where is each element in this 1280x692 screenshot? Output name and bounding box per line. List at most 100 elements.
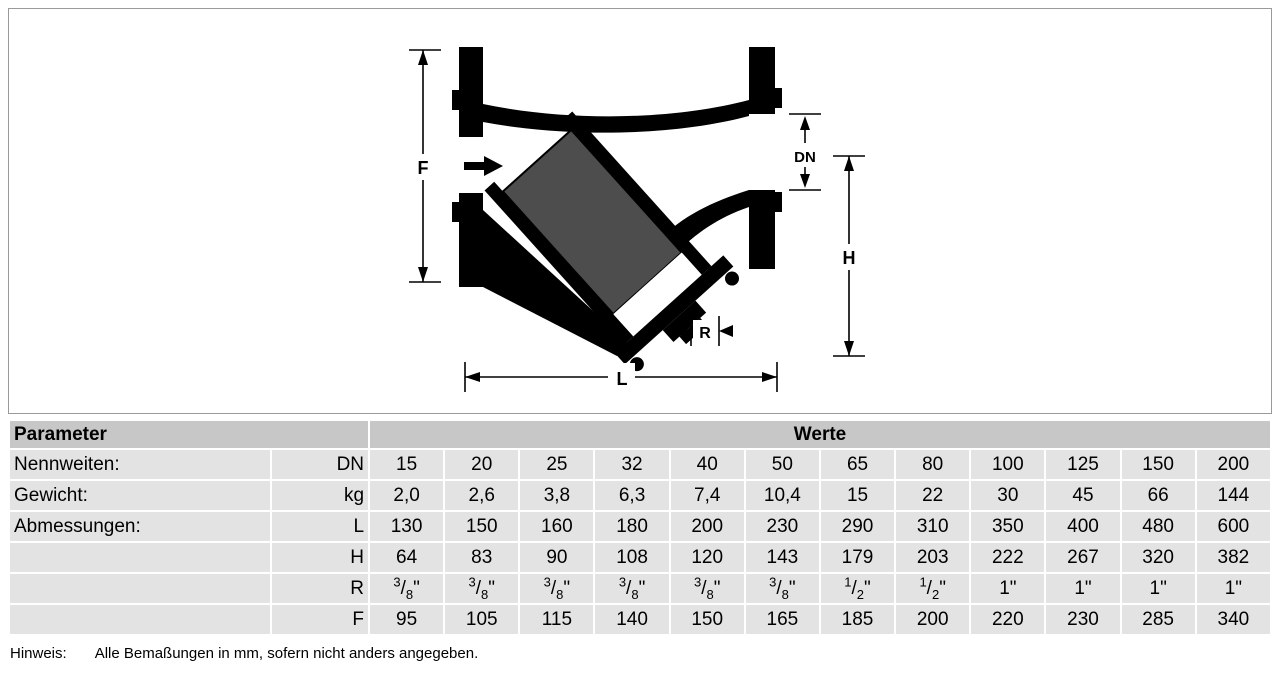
parameter-header: Parameter xyxy=(10,421,369,448)
value-cell: 3/8" xyxy=(520,574,594,603)
strainer-branch xyxy=(484,111,740,372)
dimension-DN: DN xyxy=(789,113,821,191)
value-cell: 340 xyxy=(1196,605,1270,634)
row-dim: H xyxy=(272,543,369,572)
right-bore xyxy=(749,114,775,190)
cap-bolt-icon xyxy=(725,271,740,286)
row-label xyxy=(10,543,270,572)
value-cell: 105 xyxy=(445,605,519,634)
value-cell: 45 xyxy=(1046,481,1120,510)
value-cell: 2,0 xyxy=(370,481,444,510)
value-cell: 267 xyxy=(1046,543,1120,572)
value-cell: 1" xyxy=(971,574,1045,603)
dimension-R: R xyxy=(677,316,733,346)
row-label xyxy=(10,605,270,634)
dimension-H: H xyxy=(833,155,865,357)
value-cell: 32 xyxy=(595,450,669,479)
row-dim: R xyxy=(272,574,369,603)
row-label: Gewicht: xyxy=(10,481,270,510)
value-cell: 108 xyxy=(595,543,669,572)
row-dim: F xyxy=(272,605,369,634)
value-cell: 3/8" xyxy=(670,574,744,603)
value-cell: 220 xyxy=(971,605,1045,634)
value-cell: 200 xyxy=(1196,450,1270,479)
value-cell: 2,6 xyxy=(445,481,519,510)
value-cell: 1/2" xyxy=(896,574,970,603)
value-cell: 350 xyxy=(971,512,1045,541)
value-cell: 3/8" xyxy=(595,574,669,603)
value-cell: 480 xyxy=(1121,512,1195,541)
value-cell: 7,4 xyxy=(670,481,744,510)
row-label: Nennweiten: xyxy=(10,450,270,479)
dim-label-dn: DN xyxy=(794,149,816,166)
row-dim: DN xyxy=(272,450,369,479)
value-cell: 285 xyxy=(1121,605,1195,634)
value-cell: 15 xyxy=(370,450,444,479)
value-cell: 3/8" xyxy=(745,574,819,603)
value-cell: 310 xyxy=(896,512,970,541)
value-cell: 90 xyxy=(520,543,594,572)
value-cell: 290 xyxy=(820,512,895,541)
note-text: Alle Bemaßungen in mm, sofern nicht ande… xyxy=(94,645,479,662)
value-cell: 230 xyxy=(1046,605,1120,634)
value-cell: 66 xyxy=(1121,481,1195,510)
value-cell: 65 xyxy=(820,450,895,479)
y-strainer-diagram: F DN H xyxy=(409,47,865,392)
value-cell: 10,4 xyxy=(745,481,819,510)
value-cell: 95 xyxy=(370,605,444,634)
value-cell: 230 xyxy=(745,512,819,541)
value-cell: 150 xyxy=(1121,450,1195,479)
value-cell: 64 xyxy=(370,543,444,572)
value-cell: 50 xyxy=(745,450,819,479)
value-cell: 203 xyxy=(896,543,970,572)
value-cell: 600 xyxy=(1196,512,1270,541)
dimension-F: F xyxy=(409,49,441,283)
value-cell: 1" xyxy=(1121,574,1195,603)
value-cell: 6,3 xyxy=(595,481,669,510)
value-cell: 3/8" xyxy=(370,574,444,603)
datasheet-page: F DN H xyxy=(8,8,1272,662)
drain-plug xyxy=(662,300,707,343)
value-cell: 160 xyxy=(520,512,594,541)
value-cell: 100 xyxy=(971,450,1045,479)
value-cell: 150 xyxy=(670,605,744,634)
row-dim: L xyxy=(272,512,369,541)
value-cell: 3/8" xyxy=(445,574,519,603)
value-cell: 200 xyxy=(896,605,970,634)
value-cell: 80 xyxy=(896,450,970,479)
table-header-row: Parameter Werte xyxy=(10,421,1270,448)
dim-label-h: H xyxy=(843,248,856,268)
value-cell: 3,8 xyxy=(520,481,594,510)
value-cell: 140 xyxy=(595,605,669,634)
value-cell: 200 xyxy=(670,512,744,541)
value-cell: 222 xyxy=(971,543,1045,572)
note-label: Hinweis: xyxy=(10,645,67,662)
value-cell: 150 xyxy=(445,512,519,541)
value-cell: 180 xyxy=(595,512,669,541)
value-cell: 320 xyxy=(1121,543,1195,572)
value-cell: 400 xyxy=(1046,512,1120,541)
dimension-L: L xyxy=(464,362,778,392)
value-cell: 130 xyxy=(370,512,444,541)
werte-header: Werte xyxy=(370,421,1270,448)
value-cell: 115 xyxy=(520,605,594,634)
value-cell: 1" xyxy=(1196,574,1270,603)
dim-label-f: F xyxy=(418,158,429,178)
dim-label-r: R xyxy=(699,325,711,342)
dim-label-l: L xyxy=(617,369,628,389)
value-cell: 143 xyxy=(745,543,819,572)
drawing-panel: F DN H xyxy=(8,8,1272,414)
value-cell: 120 xyxy=(670,543,744,572)
value-cell: 15 xyxy=(820,481,895,510)
value-cell: 20 xyxy=(445,450,519,479)
value-cell: 125 xyxy=(1046,450,1120,479)
value-cell: 40 xyxy=(670,450,744,479)
row-label xyxy=(10,574,270,603)
